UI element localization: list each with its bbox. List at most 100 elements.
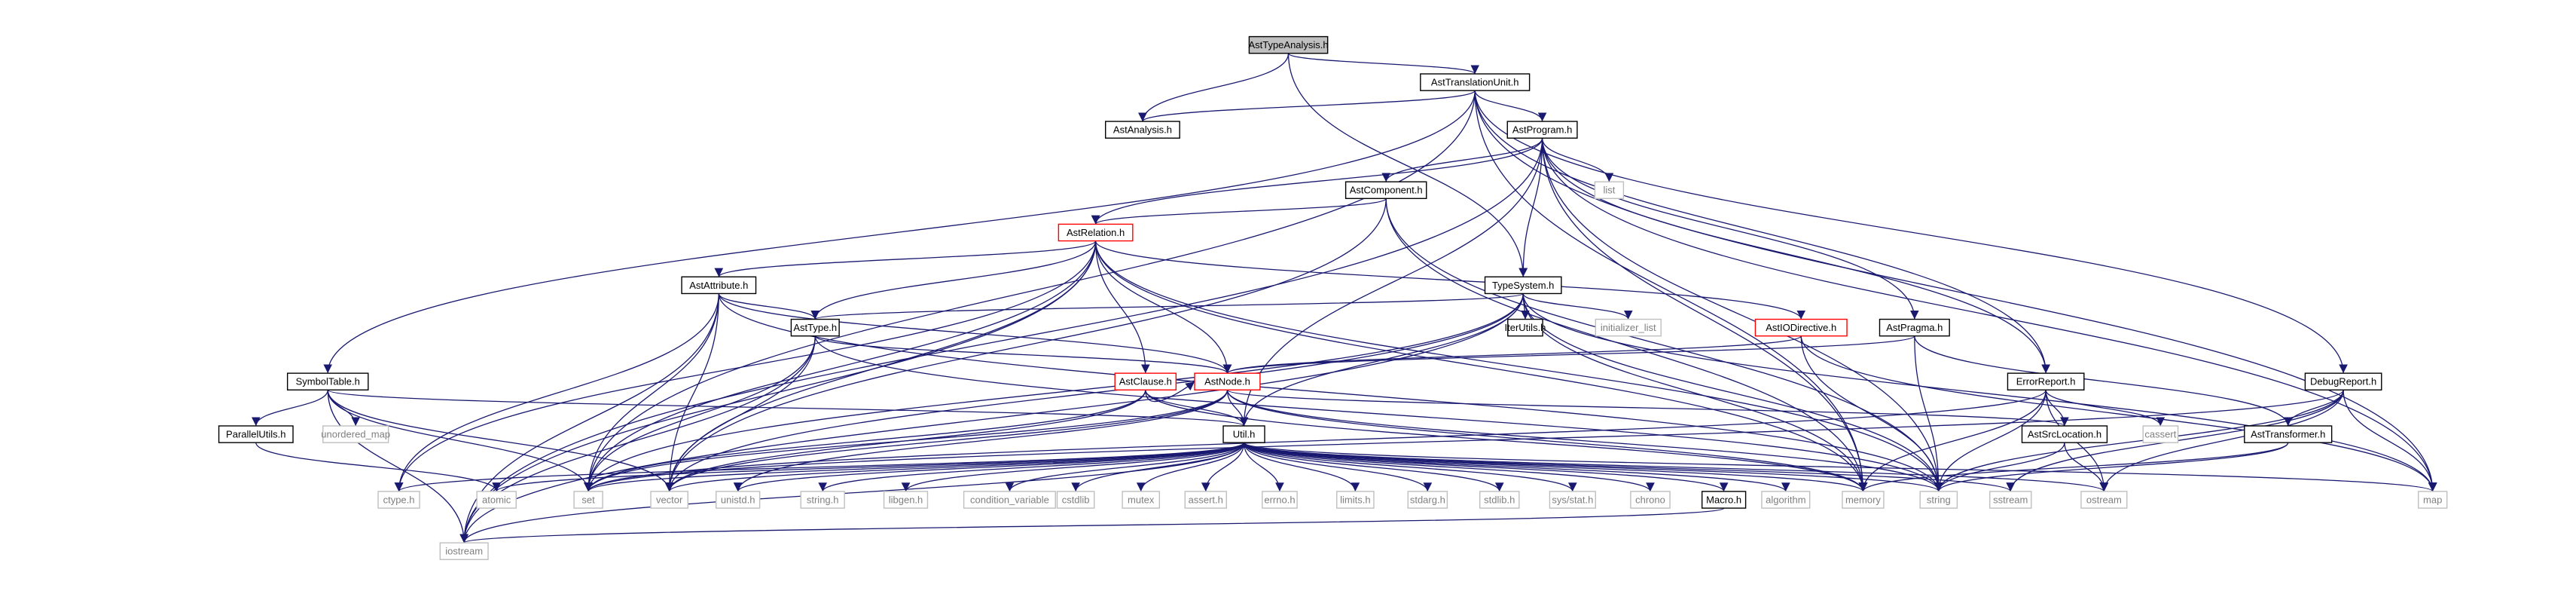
edge-n21-to-n38 bbox=[1243, 442, 1433, 492]
node-label: atomic bbox=[482, 494, 511, 505]
node-debugreport-h[interactable]: DebugReport.h bbox=[2304, 372, 2382, 390]
edge-n6-to-n13 bbox=[810, 240, 1097, 320]
node-astclause-h[interactable]: AstClause.h bbox=[1114, 372, 1177, 390]
node-box bbox=[716, 491, 761, 509]
node-errno-h: errno.h bbox=[1262, 491, 1298, 509]
node-errorreport-h[interactable]: ErrorReport.h bbox=[2007, 372, 2085, 390]
node-label: string.h bbox=[807, 494, 839, 505]
node-box bbox=[1842, 491, 1885, 509]
node-typesystem-h[interactable]: TypeSystem.h bbox=[1484, 276, 1562, 295]
edge-n1-to-n3 bbox=[1474, 90, 1547, 122]
node-macro-h[interactable]: Macro.h bbox=[1701, 491, 1747, 509]
edge-n19-to-n26 bbox=[255, 442, 501, 492]
node-label: AstProgram.h bbox=[1512, 124, 1572, 136]
edge-n16-to-n21 bbox=[1226, 390, 1249, 426]
node-box bbox=[1701, 491, 1747, 509]
edge-n24-to-n44 bbox=[1858, 442, 2289, 492]
node-parallelutils-h[interactable]: ParallelUtils.h bbox=[218, 425, 294, 443]
node-iterutils-h[interactable]: IterUtils.h bbox=[1505, 318, 1546, 337]
edge-n21-to-n37 bbox=[1243, 442, 1360, 492]
edge-n3-to-n45 bbox=[1541, 138, 1943, 491]
node-list: list bbox=[1594, 181, 1625, 200]
node-util-h[interactable]: Util.h bbox=[1222, 425, 1265, 443]
node-box bbox=[650, 491, 688, 509]
edge-n21-to-n44 bbox=[1243, 442, 1867, 492]
node-initializer-list: initializer_list bbox=[1595, 318, 1662, 337]
node-label: ostream bbox=[2086, 494, 2122, 505]
node-astpragma-h[interactable]: AstPragma.h bbox=[1879, 318, 1950, 337]
edges-layer bbox=[251, 53, 2437, 544]
edge-n14-to-n21 bbox=[327, 389, 1248, 427]
edge-n3-to-n8 bbox=[1518, 138, 1543, 277]
node-label: cstdlib bbox=[1062, 494, 1090, 505]
edge-n21-to-n39 bbox=[1243, 442, 1504, 492]
node-astrelation-h[interactable]: AstRelation.h bbox=[1058, 223, 1134, 242]
node-asttransformer-h[interactable]: AstTransformer.h bbox=[2244, 425, 2333, 443]
node-box bbox=[1507, 318, 1543, 337]
node-label: ctype.h bbox=[383, 494, 415, 505]
edge-n7-to-n16 bbox=[718, 293, 1232, 374]
edge-n5-to-n45 bbox=[1385, 198, 1943, 491]
node-box bbox=[1595, 318, 1662, 337]
node-box bbox=[800, 491, 845, 509]
node-astsrclocation-h[interactable]: AstSrcLocation.h bbox=[2021, 425, 2108, 443]
node-symboltable-h[interactable]: SymbolTable.h bbox=[286, 372, 369, 390]
node-set: set bbox=[573, 491, 603, 509]
node-astprogram-h[interactable]: AstProgram.h bbox=[1506, 121, 1578, 139]
node-label: AstTypeAnalysis.h bbox=[1248, 39, 1328, 51]
edge-n1-to-n14 bbox=[323, 90, 1476, 374]
node-label: mutex bbox=[1128, 494, 1155, 505]
edge-n0-to-n8 bbox=[1287, 53, 1528, 277]
edge-n3-to-n17 bbox=[1541, 138, 2050, 374]
node-box bbox=[1407, 491, 1448, 509]
node-label: AstPragma.h bbox=[1886, 322, 1943, 333]
node-box bbox=[963, 491, 1056, 509]
node-label: DebugReport.h bbox=[2310, 376, 2376, 387]
node-memory: memory bbox=[1842, 491, 1885, 509]
node-box bbox=[1989, 491, 2032, 509]
node-box bbox=[476, 491, 517, 509]
node-label: cassert bbox=[2144, 429, 2176, 440]
node-astanalysis-h[interactable]: AstAnalysis.h bbox=[1105, 121, 1180, 139]
node-unordered-map: unordered_map bbox=[321, 425, 390, 443]
edge-n12-to-n45 bbox=[1914, 335, 1943, 491]
node-asttype-h[interactable]: AstType.h bbox=[790, 318, 840, 337]
node-cassert: cassert bbox=[2142, 425, 2179, 443]
node-asttypeanalysis-h[interactable]: AstTypeAnalysis.h bbox=[1248, 35, 1329, 54]
node-label: AstTranslationUnit.h bbox=[1431, 77, 1519, 88]
node-astnode-h[interactable]: AstNode.h bbox=[1194, 372, 1261, 390]
node-label: IterUtils.h bbox=[1505, 322, 1546, 333]
edge-n1-to-n2 bbox=[1138, 90, 1476, 122]
node-box bbox=[2021, 425, 2108, 443]
node-box bbox=[1761, 491, 1811, 509]
edge-n21-to-n43 bbox=[1243, 442, 1790, 492]
node-label: AstRelation.h bbox=[1067, 227, 1125, 238]
node-asttranslationunit-h[interactable]: AstTranslationUnit.h bbox=[1420, 73, 1531, 91]
node-box bbox=[2304, 372, 2382, 390]
edge-n11-to-n16 bbox=[1222, 335, 1802, 374]
edge-n8-to-n13 bbox=[811, 292, 1524, 320]
node-astiodirective-h[interactable]: AstIODirective.h bbox=[1754, 318, 1848, 337]
node-label: AstIODirective.h bbox=[1766, 322, 1836, 333]
edge-n5-to-n6 bbox=[1091, 198, 1387, 225]
node-label: stdarg.h bbox=[1410, 494, 1445, 505]
edge-n6-to-n16 bbox=[1094, 240, 1232, 374]
edge-n17-to-n44 bbox=[1858, 390, 2046, 491]
node-box bbox=[1194, 372, 1261, 390]
edge-n3-to-n49 bbox=[459, 138, 1543, 544]
node-iostream: iostream bbox=[439, 542, 489, 560]
edge-n6-to-n11 bbox=[1094, 240, 1805, 320]
edge-n16-to-n29 bbox=[733, 390, 1228, 491]
node-label: memory bbox=[1845, 494, 1881, 505]
node-assert-h: assert.h bbox=[1184, 491, 1227, 509]
edge-n8-to-n49 bbox=[459, 293, 1524, 544]
edge-n18-to-n27 bbox=[584, 390, 2344, 492]
node-astattribute-h[interactable]: AstAttribute.h bbox=[681, 276, 757, 295]
node-box bbox=[1058, 223, 1134, 242]
node-unistd-h: unistd.h bbox=[716, 491, 761, 509]
node-astcomponent-h[interactable]: AstComponent.h bbox=[1344, 181, 1427, 200]
edge-n8-to-n45 bbox=[1522, 293, 1943, 491]
edge-n14-to-n49 bbox=[327, 390, 469, 544]
edge-n21-to-n41 bbox=[1243, 442, 1655, 492]
edge-n21-to-n28 bbox=[665, 442, 1245, 492]
